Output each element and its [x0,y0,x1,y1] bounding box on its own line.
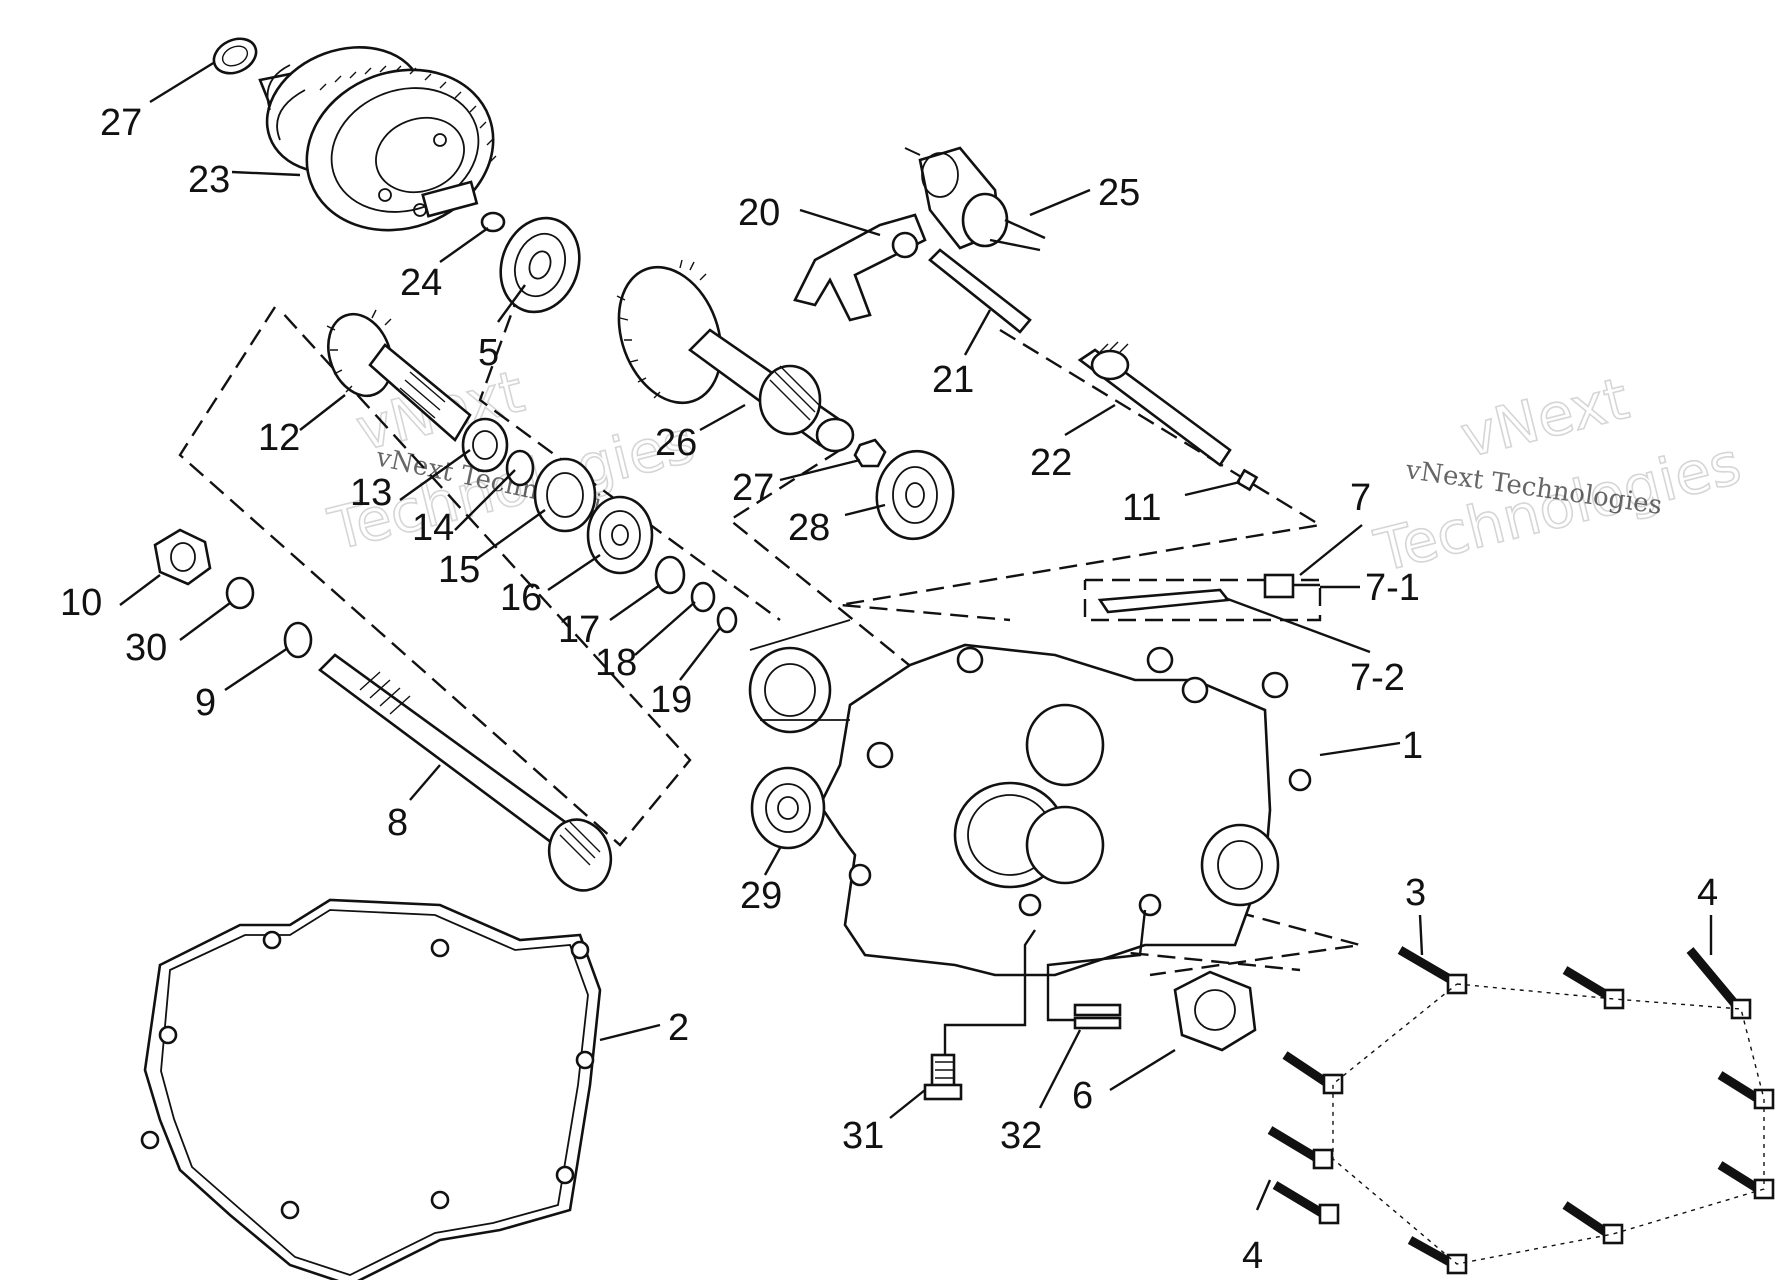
part-23-gear-assembly [258,46,497,232]
callout-4-top: 4 [1697,872,1718,914]
part-10-nut [153,528,212,586]
part-27-o-ring [212,37,258,75]
part-31-drain-bolt [923,929,1036,1101]
callout-19: 19 [650,679,692,721]
part-5-bearing [499,216,581,314]
callout-10: 10 [60,582,102,624]
part-32-dowel-pin [1046,909,1147,1030]
callout-18: 18 [595,642,637,684]
part-11-bolt [1235,468,1259,492]
part-8-output-shaft [318,653,613,892]
callout-31: 31 [842,1115,884,1157]
watermark-brand-right: vNext [1454,364,1635,471]
callout-3: 3 [1405,872,1426,914]
callout-24: 24 [400,262,442,304]
callout-20: 20 [738,192,780,234]
part-18-washer [690,581,716,613]
callout-28: 28 [788,507,830,549]
callout-7-1: 7-1 [1365,567,1420,609]
callout-7: 7 [1350,477,1371,519]
leader-lines [119,60,1713,1211]
callout-6: 6 [1072,1075,1093,1117]
callout-27-top: 27 [100,102,142,144]
part-17-seal [654,555,686,595]
part-14-circlip [505,449,535,487]
part-16-bearing [586,495,654,575]
part-6-cap [1173,970,1257,1052]
part-1-left-lug [748,619,851,734]
callout-21: 21 [932,359,974,401]
part-7-1-sensor [1263,573,1320,599]
part-13-spacer [461,417,509,473]
part-27b-collar [853,438,887,468]
callout-7-2: 7-2 [1350,657,1405,699]
part-30-washer [225,576,255,610]
part-9-seal [283,621,313,659]
callout-labels: 27 23 24 5 20 25 21 22 12 26 27 28 13 14… [60,102,1718,1277]
part-25-shift-drum [904,146,1046,252]
callout-27-mid: 27 [732,467,774,509]
callout-15: 15 [438,549,480,591]
part-3-4-bolt-set [1267,946,1775,1275]
callout-32: 32 [1000,1115,1042,1157]
callout-5: 5 [478,332,499,374]
callout-30: 30 [125,627,167,669]
part-15-bearing [533,457,597,533]
part-2-gasket [140,898,602,1280]
callout-1: 1 [1402,725,1423,767]
part-19-ring [716,606,738,634]
callout-16: 16 [500,577,542,619]
callout-26: 26 [655,422,697,464]
part-29-seal [750,766,826,850]
part-20-shift-fork [793,213,927,322]
callout-17: 17 [558,609,600,651]
callout-8: 8 [387,802,408,844]
callout-22: 22 [1030,442,1072,484]
part-1-case-cover [818,643,1312,977]
callout-12: 12 [258,417,300,459]
part-7-2-bracket [1097,588,1231,614]
callout-25: 25 [1098,172,1140,214]
part-21-shift-rod [928,248,1032,334]
part-28-bearing [875,449,955,541]
callout-2: 2 [668,1007,689,1049]
part-24-washer [480,211,506,233]
callout-4-bottom: 4 [1242,1235,1263,1277]
part-12-input-shaft [326,309,472,443]
callout-11: 11 [1122,487,1161,529]
callout-23: 23 [188,159,230,201]
part-22-shaft [1077,341,1232,467]
callout-14: 14 [412,507,454,549]
callout-9: 9 [195,682,216,724]
watermark-tech-right: Technologies [1368,429,1747,585]
callout-29: 29 [740,875,782,917]
part-26-countershaft [616,259,855,453]
callout-13: 13 [350,472,392,514]
